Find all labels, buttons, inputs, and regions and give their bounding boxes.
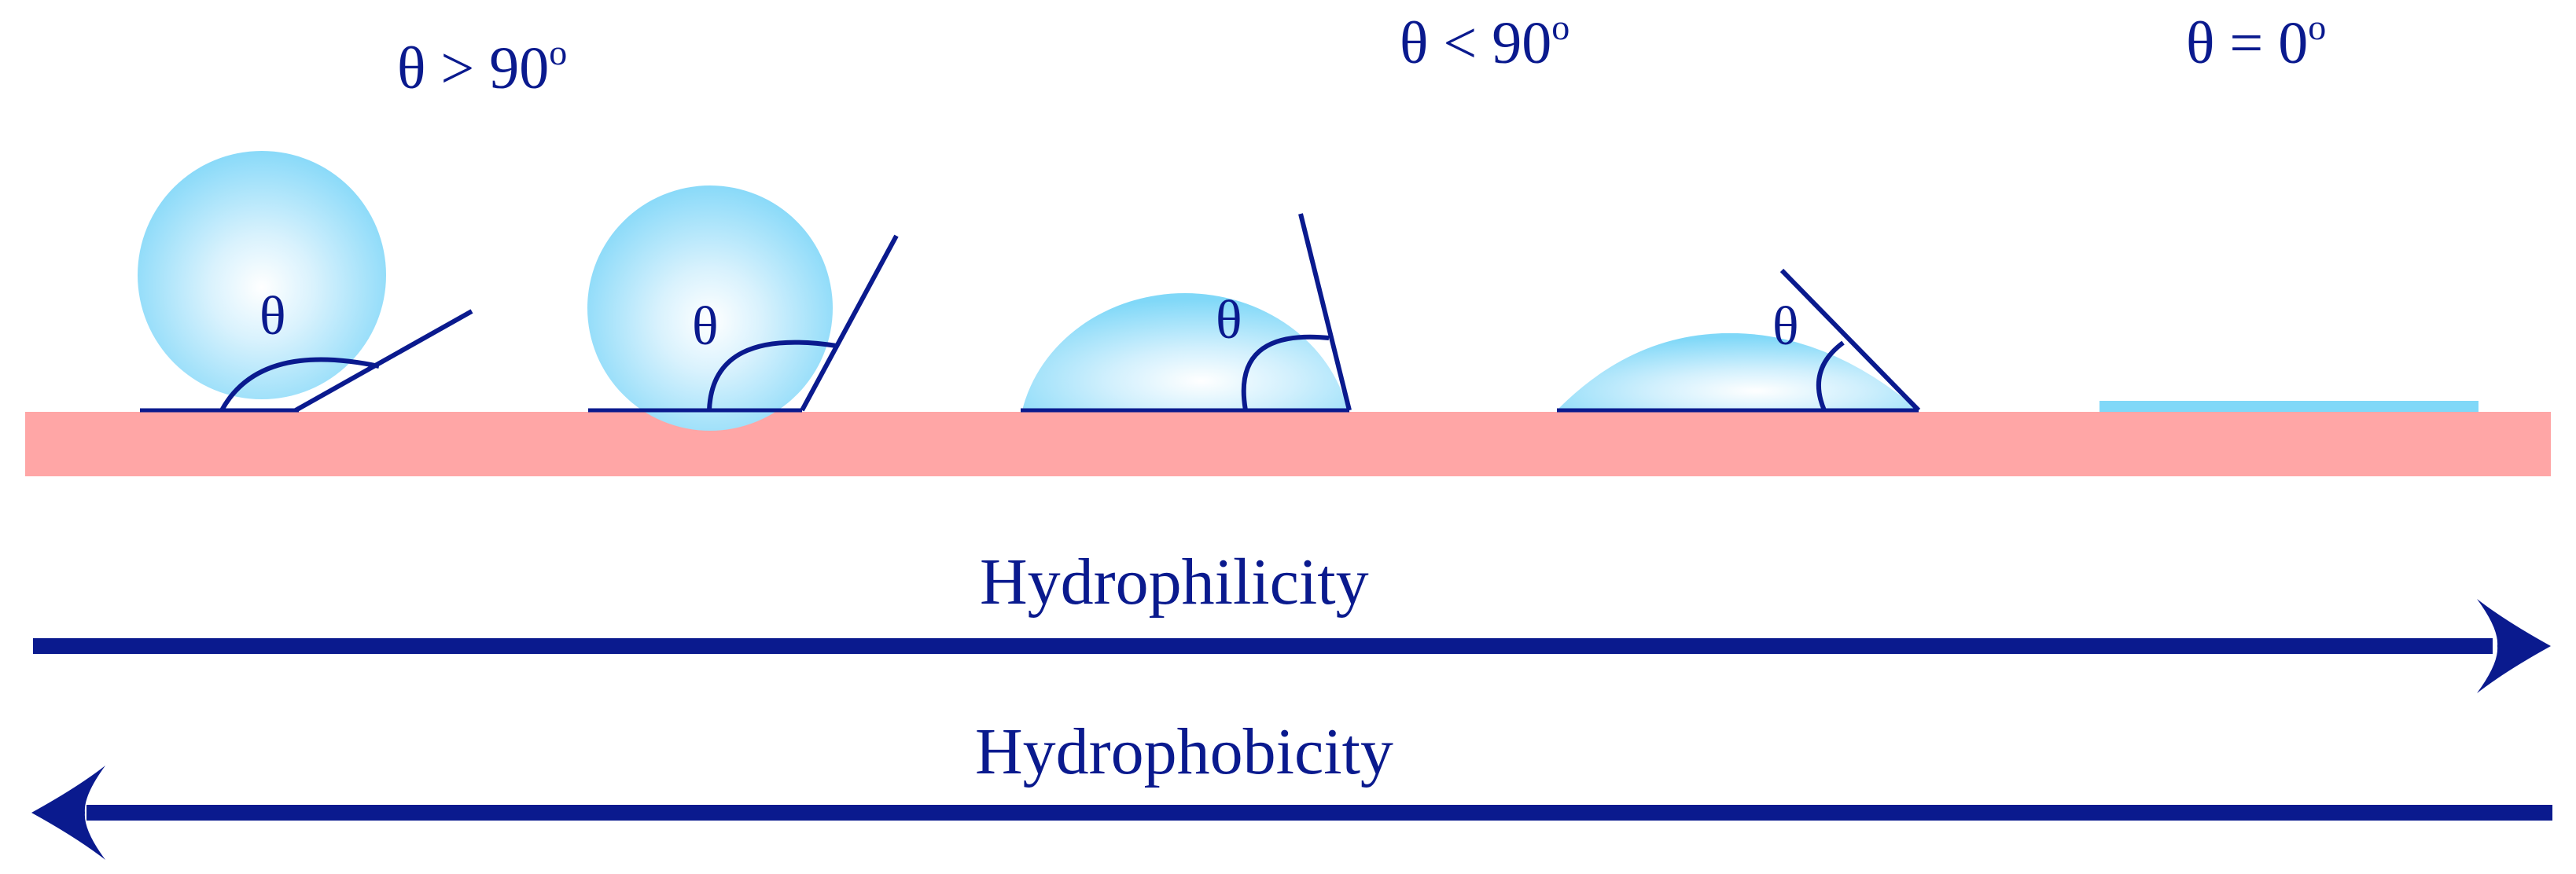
theta-label-3: θ bbox=[1216, 290, 1242, 351]
wetting-film bbox=[2099, 401, 2478, 412]
condition-acute-text: θ < 90 bbox=[1400, 10, 1551, 76]
condition-label-acute: θ < 90o bbox=[1400, 7, 1570, 76]
droplet-3-angle-arc bbox=[1241, 334, 1330, 411]
hydrophobicity-arrow: Hydrophobicity bbox=[31, 715, 2552, 860]
droplet-1-tangent bbox=[294, 309, 473, 413]
degree-mark: o bbox=[549, 32, 567, 72]
hydrophilicity-label: Hydrophilicity bbox=[980, 545, 1369, 619]
droplet-1-angle-arc bbox=[219, 357, 380, 412]
hydrophilicity-arrow: Hydrophilicity bbox=[33, 545, 2551, 693]
substrate bbox=[25, 412, 2551, 476]
hydrophobicity-arrowhead bbox=[31, 766, 105, 860]
droplet-4: θ bbox=[1557, 268, 1921, 413]
droplet-2-angle-arc bbox=[707, 340, 837, 411]
condition-label-zero: θ = 0o bbox=[2186, 7, 2326, 76]
condition-zero-text: θ = 0 bbox=[2186, 10, 2308, 76]
theta-label-4: θ bbox=[1772, 296, 1799, 357]
droplet-4-body bbox=[1557, 332, 1919, 410]
droplet-1-body bbox=[138, 151, 386, 399]
degree-mark: o bbox=[1551, 7, 1570, 47]
condition-obtuse-text: θ > 90 bbox=[397, 35, 549, 101]
droplet-4-tangent bbox=[1779, 268, 1921, 413]
droplet-1: θ bbox=[138, 151, 473, 413]
hydrophilicity-arrowhead bbox=[2477, 599, 2551, 693]
droplet-3-tangent bbox=[1298, 213, 1352, 411]
theta-label-2: θ bbox=[692, 296, 719, 357]
hydrophobicity-label: Hydrophobicity bbox=[975, 715, 1393, 788]
theta-label-1: θ bbox=[259, 286, 286, 347]
droplet-4-angle-arc bbox=[1816, 340, 1845, 412]
condition-label-obtuse: θ > 90o bbox=[397, 32, 567, 101]
droplet-2: θ bbox=[587, 185, 899, 431]
degree-mark: o bbox=[2308, 7, 2326, 47]
droplet-2-tangent bbox=[800, 234, 899, 412]
droplet-3: θ bbox=[1021, 213, 1352, 413]
droplet-2-body bbox=[587, 185, 833, 431]
droplet-3-body bbox=[1022, 293, 1348, 410]
